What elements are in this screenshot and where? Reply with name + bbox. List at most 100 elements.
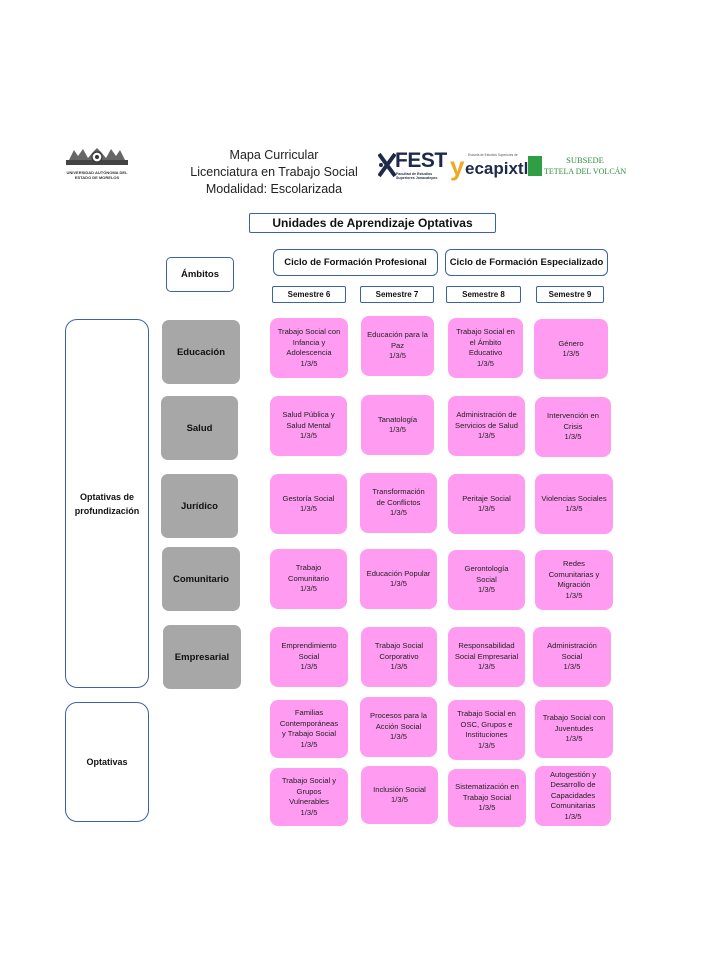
ambitos-header: Ámbitos: [166, 257, 234, 292]
course-credits: 1/3/5: [390, 732, 407, 742]
subsede-logo: SUBSEDE TETELA DEL VOLCÁN: [528, 154, 626, 180]
semestre-8-header: Semestre 8: [446, 286, 521, 303]
course-name-line: Peritaje Social: [462, 493, 511, 503]
course-name-line: Comunitarias: [550, 801, 596, 811]
course-name-line: Crisis: [563, 421, 583, 431]
page-title: Mapa Curricular Licenciatura en Trabajo …: [180, 147, 368, 198]
course-name-line: Intervención en: [547, 411, 599, 421]
course-name-line: Social: [476, 574, 497, 584]
course-name-line: Servicios de Salud: [455, 420, 518, 430]
course-name-line: Comunitarias y: [548, 569, 600, 579]
course-name-line: Capacidades: [550, 790, 596, 800]
course-name-line: Salud Mental: [286, 420, 331, 430]
course-name-line: Transformación: [372, 487, 425, 497]
course-name-line: Acción Social: [375, 721, 422, 731]
course-credits: 1/3/5: [564, 432, 582, 442]
fest-subtitle-line-2: Superiores Jonacatepec: [396, 176, 438, 181]
ambito-empresarial: Empresarial: [163, 625, 241, 689]
title-line-1: Mapa Curricular: [229, 148, 319, 162]
course-credits: 1/3/5: [565, 504, 583, 513]
fest-wordmark: FEST: [395, 149, 447, 172]
course-name-line: Educación para la: [367, 330, 428, 340]
course-credits: 1/3/5: [563, 662, 581, 672]
uaem-text-line-2: ESTADO DE MORELOS: [74, 175, 120, 180]
course-name-line: Emprendimiento: [281, 641, 337, 651]
course-name-line: Sistematización en: [455, 782, 519, 792]
course-name-line: Instituciones: [465, 730, 508, 739]
course-name-line: Vulnerables: [289, 797, 329, 806]
course-credits: 1/3/5: [478, 504, 495, 513]
yecapixtla-y-letter: y: [450, 151, 465, 181]
course-name-line: Social: [298, 651, 320, 661]
course-name-line: OSC, Grupos e: [460, 719, 513, 729]
course-name-line: Corporativo: [379, 651, 419, 661]
course-credits: 1/3/5: [300, 504, 317, 513]
ambito-educacion: Educación: [162, 320, 240, 384]
ambito-salud: Salud: [161, 396, 238, 460]
yecapixtla-wordmark: ecapixtla: [465, 159, 538, 178]
course-credits: 1/3/5: [390, 508, 407, 518]
course-name-line: Redes: [563, 559, 585, 568]
ciclo-especializado-header: Ciclo de Formación Especializado: [445, 249, 608, 276]
course-credits: 1/3/5: [478, 740, 495, 750]
course-name-line: Social: [561, 651, 583, 661]
title-line-3: Modalidad: Escolarizada: [205, 182, 343, 196]
fest-x-icon: [378, 152, 396, 178]
course-name-line: Administración de: [456, 410, 517, 420]
course-name-line: Social Empresarial: [454, 651, 519, 661]
course-credits: 1/3/5: [478, 803, 496, 813]
course-name-line: Educativo: [468, 348, 503, 357]
course-name-line: Trabajo: [295, 563, 322, 573]
semestre-6-header: Semestre 6: [272, 286, 346, 303]
subsede-emblem-icon: [528, 156, 542, 176]
course-credits: 1/3/5: [389, 351, 406, 361]
course-name-line: Trabajo Social: [374, 641, 424, 651]
course-name-line: Familias: [294, 708, 324, 717]
course-name-line: Violencias Sociales: [541, 493, 607, 503]
course-name-line: Salud Pública y: [282, 410, 335, 420]
profundizacion-line-1: Optativas de: [79, 491, 135, 502]
course-credits: 1/3/5: [565, 734, 583, 744]
uaem-crest-icon: [66, 148, 128, 165]
course-name-line: Responsabilidad: [458, 641, 515, 651]
course-credits: 1/3/5: [478, 662, 495, 672]
course-name-line: Paz: [390, 340, 405, 350]
course-name-line: de Conflictos: [376, 497, 421, 507]
course-credits: 1/3/5: [390, 579, 407, 588]
course-name-line: Comunitario: [288, 573, 329, 583]
course-credits: 1/3/5: [565, 590, 583, 600]
course-credits: 1/3/5: [389, 425, 406, 434]
course-name-line: Migración: [557, 580, 591, 589]
fest-subtitle-line-1: Facultad de Estudios: [396, 172, 433, 176]
course-name-line: Procesos para la: [370, 711, 427, 721]
course-name-line: Trabajo Social y: [281, 776, 337, 785]
course-name-line: Género: [558, 338, 584, 348]
course-name-line: y Trabajo Social: [281, 729, 337, 738]
course-credits: 1/3/5: [564, 811, 582, 821]
yecapixtla-logo: Escuela de Estudios Superiores de y ecap…: [450, 151, 538, 184]
course-name-line: Desarrollo de: [550, 780, 596, 790]
course-credits: 1/3/5: [477, 358, 494, 368]
ambito-comunitario: Comunitario: [162, 547, 240, 611]
course-name-line: Trabajo Social con: [277, 327, 341, 336]
course-name-line: Educación Popular: [366, 568, 431, 578]
course-credits: 1/3/5: [390, 662, 408, 672]
course-name-line: Contemporáneas: [279, 718, 339, 728]
